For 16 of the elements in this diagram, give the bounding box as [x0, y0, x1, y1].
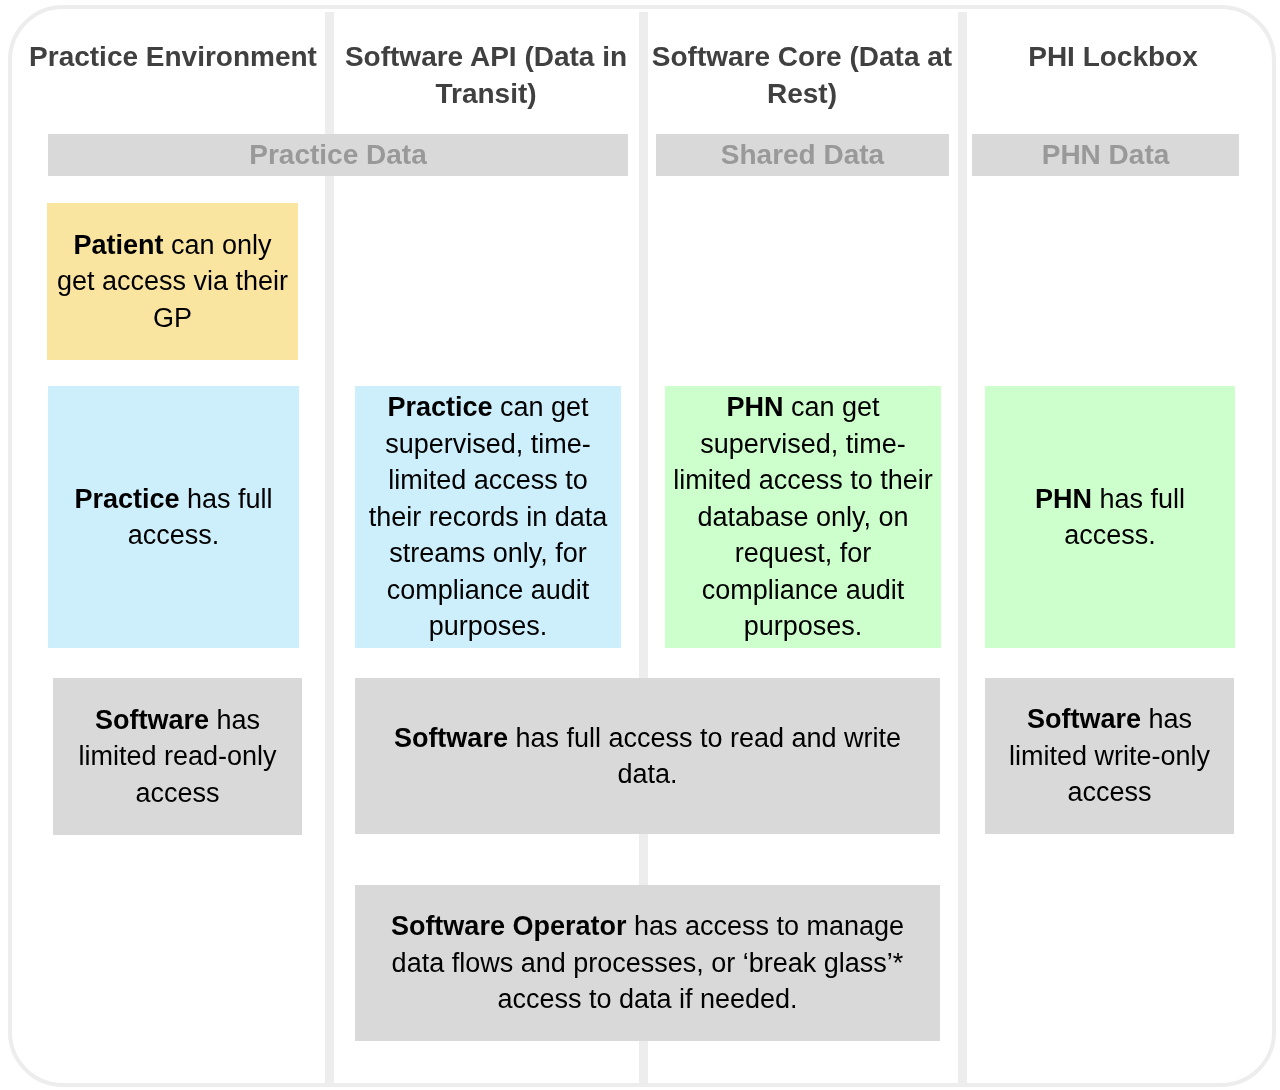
column-header: Practice Environment	[28, 40, 318, 74]
note-box: PHN has full access.	[985, 386, 1235, 648]
section-band: PHN Data	[972, 134, 1239, 176]
note-box: Practice can get supervised, time-limited access to their records in data streams only, for compliance audit purposes.	[355, 386, 621, 648]
note-box: Patient can only get access via their GP	[47, 203, 298, 360]
column-header: Software API (Data in Transit)	[343, 40, 629, 111]
section-band: Practice Data	[48, 134, 628, 176]
note-box: Software Operator has access to manage data flows and processes, or ‘break glass’* access to data if needed.	[355, 885, 940, 1041]
column-header: Software Core (Data at Rest)	[650, 40, 954, 111]
note-box: Software has limited write-only access	[985, 678, 1234, 834]
note-box: Software has limited read-only access	[53, 678, 302, 835]
note-box: Software has full access to read and write data.	[355, 678, 940, 834]
column-header: PHI Lockbox	[1027, 40, 1199, 74]
note-box: Practice has full access.	[48, 386, 299, 648]
section-band: Shared Data	[656, 134, 949, 176]
note-box: PHN can get supervised, time-limited access to their database only, on request, for compliance audit purposes.	[665, 386, 941, 648]
